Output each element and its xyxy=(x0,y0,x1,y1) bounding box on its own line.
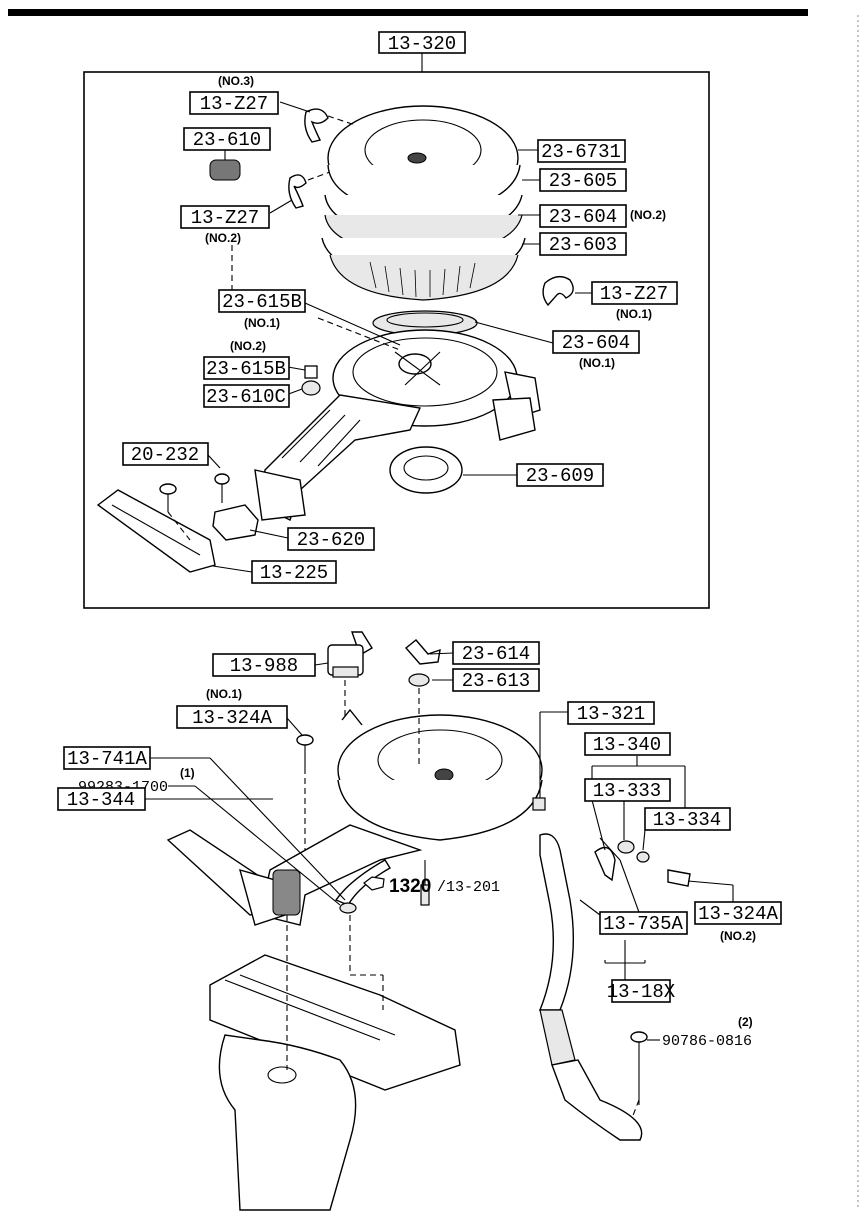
note-no1-grommet: (NO.1) xyxy=(244,316,280,330)
label-13-741A: 13-741A xyxy=(63,746,151,770)
label-13-324A-no1: 13-324A xyxy=(176,705,288,729)
svg-text:13-334: 13-334 xyxy=(653,809,721,831)
note-no1-clip: (NO.1) xyxy=(616,307,652,321)
svg-text:13-Z27: 13-Z27 xyxy=(191,207,259,229)
label-23-604-no2: 23-604 xyxy=(539,204,627,228)
part-90786-0816: 90786-0816 xyxy=(662,1033,752,1050)
svg-text:13-225: 13-225 xyxy=(260,562,328,584)
svg-text:13-320: 13-320 xyxy=(388,33,456,55)
svg-text:23-610: 23-610 xyxy=(193,129,261,151)
svg-text:13-344: 13-344 xyxy=(67,789,135,811)
label-20-232: 20-232 xyxy=(122,442,209,466)
header-bar xyxy=(8,9,808,16)
label-13-321: 13-321 xyxy=(567,701,655,725)
svg-text:13-Z27: 13-Z27 xyxy=(600,283,668,305)
lower-assembly-drawing xyxy=(166,631,691,1211)
label-23-609: 23-609 xyxy=(516,463,604,487)
label-clip-no1: 13-Z27 xyxy=(591,281,678,305)
label-13-324A-no2: 13-324A xyxy=(694,901,782,925)
label-23-610C: 23-610C xyxy=(203,384,290,408)
svg-text:/13-201: /13-201 xyxy=(437,879,500,896)
svg-text:23-620: 23-620 xyxy=(297,529,365,551)
lower-leaders xyxy=(145,652,734,1119)
svg-text:23-605: 23-605 xyxy=(549,170,617,192)
label-23-615B-no2: 23-615B xyxy=(203,356,290,380)
svg-text:23-603: 23-603 xyxy=(549,234,617,256)
note-no2-grommet: (NO.2) xyxy=(230,339,266,353)
svg-text:23-604: 23-604 xyxy=(549,206,617,228)
label-23-6731: 23-6731 xyxy=(537,139,626,163)
svg-text:13-18X: 13-18X xyxy=(607,981,676,1003)
svg-text:23-604: 23-604 xyxy=(562,332,630,354)
svg-text:23-610C: 23-610C xyxy=(206,386,286,408)
label-13-333: 13-333 xyxy=(584,778,671,802)
label-clip-no2: 13-Z27 xyxy=(180,205,270,229)
note-1: (1) xyxy=(180,766,195,780)
label-23-615B-no1: 23-615B xyxy=(218,289,306,313)
label-23-614: 23-614 xyxy=(452,641,540,665)
upper-leaders xyxy=(167,101,592,573)
svg-text:23-609: 23-609 xyxy=(526,465,594,487)
note-no2-clip: (NO.2) xyxy=(205,231,241,245)
svg-text:23-615B: 23-615B xyxy=(222,291,302,313)
svg-text:13-735A: 13-735A xyxy=(603,913,683,935)
label-23-613: 23-613 xyxy=(452,668,540,692)
svg-text:23-615B: 23-615B xyxy=(206,358,286,380)
label-13-334: 13-334 xyxy=(644,807,731,831)
label-13-988: 13-988 xyxy=(212,653,316,677)
upper-frame xyxy=(83,71,710,609)
svg-text:13-340: 13-340 xyxy=(593,734,661,756)
svg-text:23-614: 23-614 xyxy=(462,643,530,665)
label-23-603: 23-603 xyxy=(539,232,627,256)
label-13-340: 13-340 xyxy=(584,732,671,756)
svg-text:23-613: 23-613 xyxy=(462,670,530,692)
label-13-18X: 13-18X xyxy=(607,979,676,1003)
ref-pointer: 1320 /13-201 xyxy=(363,876,500,897)
svg-text:13-321: 13-321 xyxy=(577,703,645,725)
svg-text:13-333: 13-333 xyxy=(593,780,661,802)
svg-text:13-Z27: 13-Z27 xyxy=(200,93,268,115)
label-13-320: 13-320 xyxy=(378,31,466,55)
svg-text:23-6731: 23-6731 xyxy=(541,141,621,163)
svg-text:20-232: 20-232 xyxy=(131,444,199,466)
svg-text:13-988: 13-988 xyxy=(230,655,298,677)
svg-text:13-741A: 13-741A xyxy=(67,748,147,770)
svg-text:13-324A: 13-324A xyxy=(192,707,272,729)
label-13-344: 13-344 xyxy=(57,787,146,811)
svg-text:13-324A: 13-324A xyxy=(698,903,778,925)
label-13-225: 13-225 xyxy=(251,560,337,584)
note-no2-gasket: (NO.2) xyxy=(630,208,666,222)
label-23-605: 23-605 xyxy=(539,168,627,192)
note-no1-gasket: (NO.1) xyxy=(579,356,615,370)
label-23-604-no1: 23-604 xyxy=(552,330,640,354)
label-clip-no3: 13-Z27 xyxy=(189,91,279,115)
note-no2-bolt: (NO.2) xyxy=(720,929,756,943)
label-13-735A: 13-735A xyxy=(599,911,688,935)
upper-assembly-drawing xyxy=(96,105,574,573)
svg-text:1320: 1320 xyxy=(389,876,431,897)
note-no3: (NO.3) xyxy=(218,74,254,88)
note-2: (2) xyxy=(738,1015,753,1029)
label-23-610: 23-610 xyxy=(183,127,271,151)
label-23-620: 23-620 xyxy=(287,527,375,551)
note-no1-bolt: (NO.1) xyxy=(206,687,242,701)
